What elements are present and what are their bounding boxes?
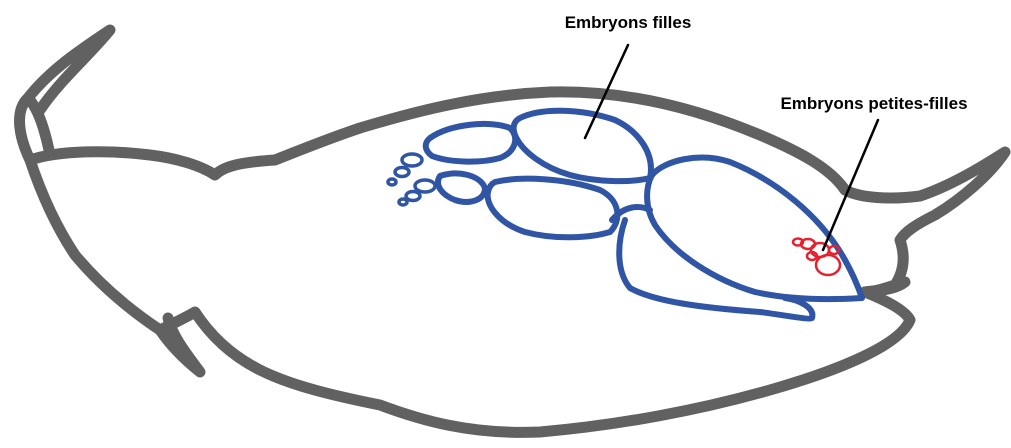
granddaughter-embryos-label: Embryons petites-filles xyxy=(780,94,967,113)
daughter-embryo-tiny-5 xyxy=(406,192,420,201)
daughter-embryos xyxy=(388,111,862,319)
granddaughter-embryos-pointer xyxy=(823,120,878,250)
daughter-embryos-label: Embryons filles xyxy=(565,13,692,32)
daughter-embryo-tiny-1 xyxy=(402,154,422,166)
daughter-embryo-tiny-4 xyxy=(415,180,435,192)
daughter-embryo-lower xyxy=(619,220,812,319)
daughter-embryo-upper xyxy=(514,111,651,181)
daughter-embryo-anterior-lower xyxy=(438,173,485,201)
mother-body-outline xyxy=(20,30,1005,432)
daughter-embryo-mid xyxy=(488,179,618,238)
daughter-embryo-tiny-3 xyxy=(388,179,396,185)
daughter-embryo-anterior-upper xyxy=(426,124,515,162)
body-antenna xyxy=(28,30,110,110)
daughter-embryo-tiny-6 xyxy=(399,199,407,205)
daughter-embryo-tiny-2 xyxy=(395,168,409,177)
